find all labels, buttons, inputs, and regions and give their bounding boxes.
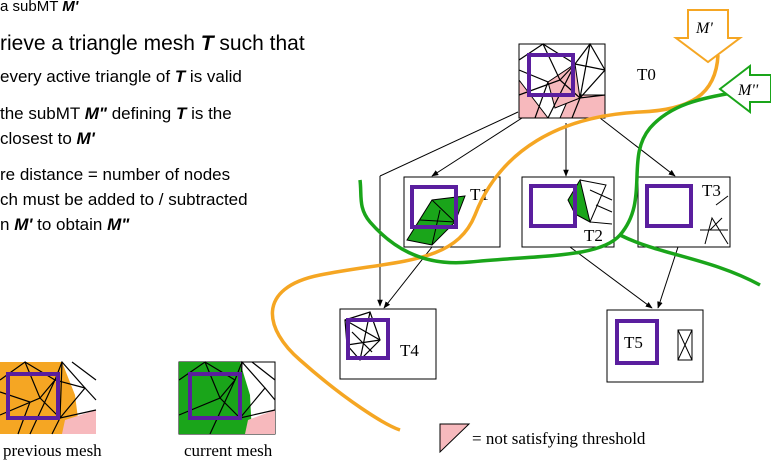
text-line-5-a: re distance = number of nodes (0, 165, 231, 184)
node-t0-pink-left (518, 78, 550, 119)
node-t4-label: T4 (400, 341, 419, 360)
node-t2-frame (521, 176, 615, 248)
edge-t2-t5 (569, 246, 653, 309)
text-line-3-var: M" (84, 104, 107, 123)
node-t0-roi (527, 53, 575, 97)
current-mesh-roi (188, 372, 242, 420)
text-line-2: every active triangle of T is valid (0, 67, 242, 87)
text-line-7: n M' to obtain M" (0, 215, 129, 235)
previous-mesh-label: previous mesh (3, 441, 102, 460)
node-t5-roi (615, 319, 659, 365)
text-line-2-var: T (174, 67, 186, 86)
text-line-0: a subMT M' (0, 0, 78, 15)
node-t3-frame (637, 176, 731, 248)
current-mesh-pink (245, 410, 275, 434)
m-double-label: M'' (737, 82, 759, 99)
m-prime-arrow: M' (673, 9, 743, 64)
text-line-3-var2: T (175, 104, 187, 123)
text-line-4-var: M' (76, 129, 95, 148)
node-t4: T4 (339, 308, 437, 380)
m-prime-label: M' (695, 20, 713, 37)
text-line-7-b: to obtain (32, 215, 108, 234)
node-t3: T3 (637, 176, 731, 248)
node-t2-mesh (579, 179, 613, 225)
text-line-7-var: M' (14, 215, 33, 234)
node-t0-label: T0 (637, 65, 656, 84)
edge-t3-t5 (657, 246, 679, 309)
text-line-3-c: is the (186, 104, 232, 123)
text-line-3: the subMT M" defining T is the (0, 104, 232, 124)
threshold-swatch (439, 423, 471, 454)
node-t3-label: T3 (702, 181, 721, 200)
legend-threshold: = not satisfying threshold (439, 423, 646, 454)
previous-mesh-pink (62, 410, 96, 434)
text-line-4-a: closest to (0, 129, 77, 148)
legend-previous-mesh: previous mesh (0, 360, 102, 460)
node-t1-label: T1 (470, 185, 489, 204)
text-line-1-var: T (200, 32, 214, 55)
text-line-0-var: M' (62, 0, 79, 15)
text-line-1-a: rieve a triangle mesh (0, 32, 201, 55)
node-t3-roi (645, 184, 693, 228)
green-cut-curve (358, 90, 739, 265)
node-t5-mesh (677, 329, 693, 361)
text-line-7-var2: M" (107, 215, 130, 234)
node-t2-roi (529, 184, 577, 228)
node-t2-label: T2 (584, 226, 603, 245)
edge-t0-t3 (599, 117, 676, 177)
current-mesh-label: current mesh (184, 441, 273, 460)
threshold-label: = not satisfying threshold (472, 429, 646, 448)
text-line-3-a: the subMT (0, 104, 85, 123)
text-line-5: re distance = number of nodes (0, 165, 230, 185)
node-t2: T2 (521, 176, 615, 248)
text-line-2-b: is valid (185, 67, 242, 86)
text-line-4: closest to M' (0, 129, 95, 149)
text-line-7-a: n (0, 215, 15, 234)
node-t1: T1 (403, 176, 501, 248)
node-t3-mesh (700, 195, 729, 245)
edge-t0-t1 (431, 117, 523, 177)
text-line-2-a: every active triangle of (0, 67, 175, 86)
text-line-6: ch must be added to / subtracted (0, 190, 248, 210)
text-line-3-b: defining (106, 104, 176, 123)
node-t1-roi (410, 185, 458, 229)
text-line-0-a: a subMT (0, 0, 63, 15)
node-t0: T0 (518, 42, 656, 119)
green-cut-curve-tail (619, 233, 761, 287)
node-t4-roi (346, 318, 390, 360)
node-t5-label: T5 (624, 333, 643, 352)
legend-current-mesh: current mesh (178, 360, 276, 460)
m-double-arrow: M'' (718, 63, 771, 115)
edge-t0-t4 (379, 111, 519, 177)
edges (377, 111, 679, 309)
text-line-1-b: such that (213, 32, 305, 55)
text-line-6-a: ch must be added to / subtracted (0, 190, 248, 209)
previous-mesh-roi (6, 372, 60, 420)
node-t5: T5 (606, 309, 704, 383)
text-line-1: rieve a triangle mesh T such that (0, 32, 305, 56)
